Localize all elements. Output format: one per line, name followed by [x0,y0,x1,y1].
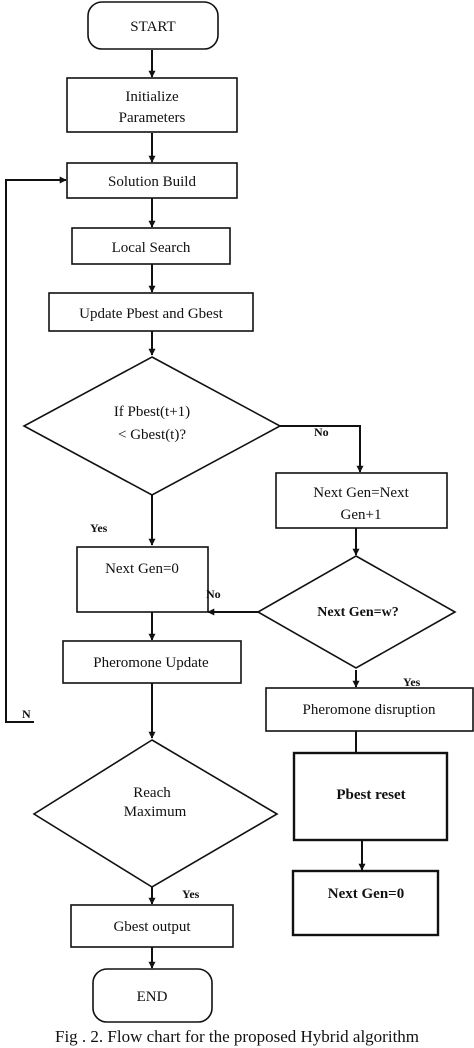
next-gen-zero-bold-label: Next Gen=0 [328,886,404,902]
local-search-label: Local Search [112,240,191,256]
initialize-label-line2: Parameters [119,110,186,126]
pbest-reset-node: Pbest reset [292,751,449,842]
initialize-node: Initialize Parameters [66,77,238,133]
pbest-gbest-decision-line2: < Gbest(t)? [118,427,186,443]
arrow-reach-no-loop-to-solution [5,176,67,723]
end-label: END [137,989,168,1005]
edge-label-no-2: No [206,587,221,601]
figure-caption: Fig . 2. Flow chart for the proposed Hyb… [55,1027,419,1046]
next-gen-zero-bold-node: Next Gen=0 [291,869,440,937]
pbest-reset-label: Pbest reset [336,787,405,803]
next-gen-zero-label: Next Gen=0 [105,561,179,577]
gbest-output-node: Gbest output [70,904,234,948]
reach-maximum-decision: Reach Maximum [32,739,279,888]
solution-build-node: Solution Build [66,162,238,199]
start-label: START [130,19,175,35]
edge-label-yes-2: Yes [403,675,421,689]
edge-label-no-3: N [22,707,31,721]
pheromone-update-node: Pheromone Update [62,640,242,684]
gbest-output-label: Gbest output [113,919,191,935]
next-gen-zero-node: Next Gen=0 [76,546,209,613]
pbest-gbest-decision: If Pbest(t+1) < Gbest(t)? [22,356,282,496]
pheromone-disruption-node: Pheromone disruption [265,687,474,732]
next-gen-increment-node: Next Gen=Next Gen+1 [275,472,448,529]
reach-maximum-line2: Maximum [124,804,187,820]
reach-maximum-line1: Reach [133,785,171,801]
initialize-label-line1: Initialize [125,89,179,105]
next-gen-increment-line2: Gen+1 [341,507,382,523]
next-gen-w-decision: Next Gen=w? [256,555,457,669]
arrow-decision-no-to-nextgen-inc [280,425,364,473]
end-node: END [92,968,213,1023]
local-search-node: Local Search [71,227,231,265]
pheromone-disruption-label: Pheromone disruption [303,702,436,718]
edge-label-no-1: No [314,425,329,439]
solution-build-label: Solution Build [108,174,196,190]
edge-label-yes-1: Yes [90,521,108,535]
next-gen-w-decision-label: Next Gen=w? [317,605,398,620]
update-pbest-gbest-node: Update Pbest and Gbest [48,292,254,332]
next-gen-increment-line1: Next Gen=Next [313,485,409,501]
edge-label-yes-3: Yes [182,887,200,901]
pheromone-update-label: Pheromone Update [93,655,209,671]
start-node: START [87,1,219,50]
pbest-gbest-decision-line1: If Pbest(t+1) [114,404,190,420]
update-pbest-gbest-label: Update Pbest and Gbest [79,306,224,322]
